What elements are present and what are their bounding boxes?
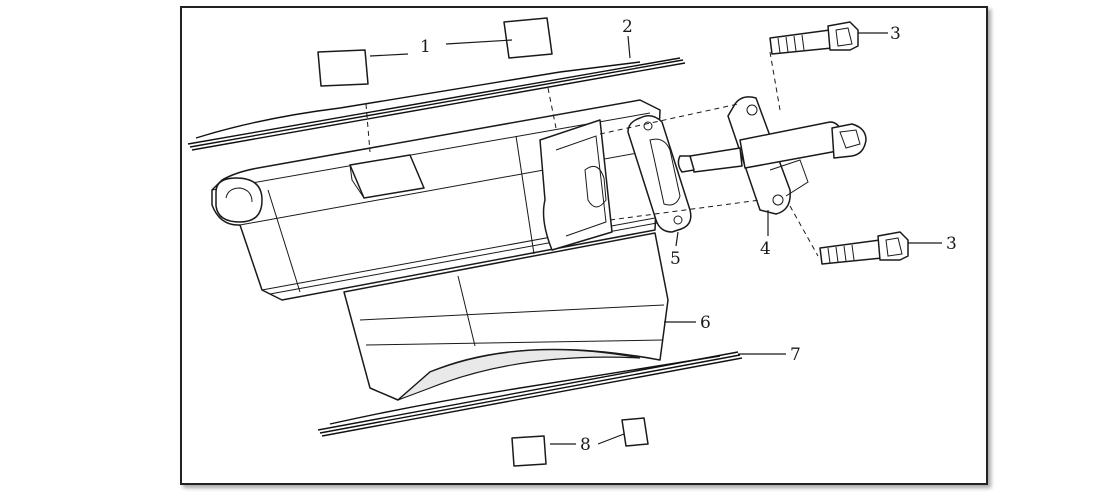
callout-7: 7 [790, 345, 801, 365]
leader-lines [369, 32, 942, 445]
bottom-gasket [317, 351, 743, 437]
cylinder-body [211, 99, 669, 401]
dowel-pin-bottom-right [621, 417, 649, 447]
dowel-pin-top-right [503, 17, 553, 59]
callout-6: 6 [700, 313, 711, 333]
bolt-upper [769, 21, 859, 55]
callout-8: 8 [580, 435, 591, 455]
callout-3-upper: 3 [890, 24, 901, 44]
callout-1: 1 [420, 37, 431, 57]
cam-chain-tensioner [677, 96, 867, 215]
bolt-lower [819, 231, 909, 265]
alignment-lines [365, 51, 819, 257]
callout-3-lower: 3 [946, 234, 957, 254]
top-gasket [187, 57, 686, 151]
dowel-pin-top-left [317, 49, 369, 87]
callout-5: 5 [670, 249, 681, 269]
callout-2: 2 [622, 17, 633, 37]
callout-4: 4 [760, 239, 771, 259]
dowel-pin-bottom-left [511, 435, 547, 467]
